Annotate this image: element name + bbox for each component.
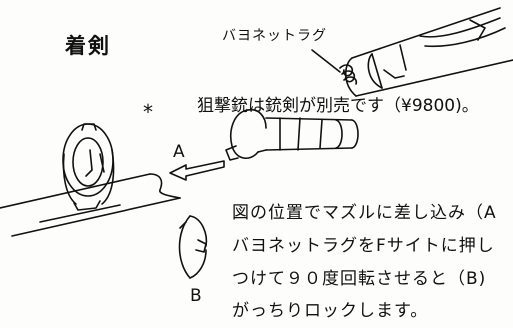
bayonet-lug-drawing	[339, 64, 358, 85]
instruction-line: がっちりロックします。	[232, 301, 429, 321]
note-marker: *	[143, 100, 153, 124]
figure-label-b: B	[190, 286, 202, 306]
bayonet-ring-drawing	[225, 108, 359, 161]
bayonet-lug-callout: バヨネットラグ	[222, 28, 327, 44]
callout-leader-line	[311, 49, 341, 73]
instruction-line: つけて９０度回転させると（B)	[232, 269, 487, 289]
figure-label-a: A	[173, 142, 185, 162]
page-title: 着剣	[65, 34, 111, 58]
rotated-ring-drawing	[178, 215, 208, 279]
instruction-line: 図の位置でマズルに差し込み（A	[232, 203, 497, 223]
insert-arrow	[169, 160, 225, 181]
sales-note: 狙撃銃は銃剣が別売です（¥9800)。	[197, 96, 479, 116]
barrel-drawing	[0, 173, 181, 237]
bayonet-handle-drawing	[344, 7, 513, 97]
front-sight-drawing	[62, 123, 115, 211]
instruction-line: バヨネットラグをFサイトに押し	[232, 236, 495, 256]
